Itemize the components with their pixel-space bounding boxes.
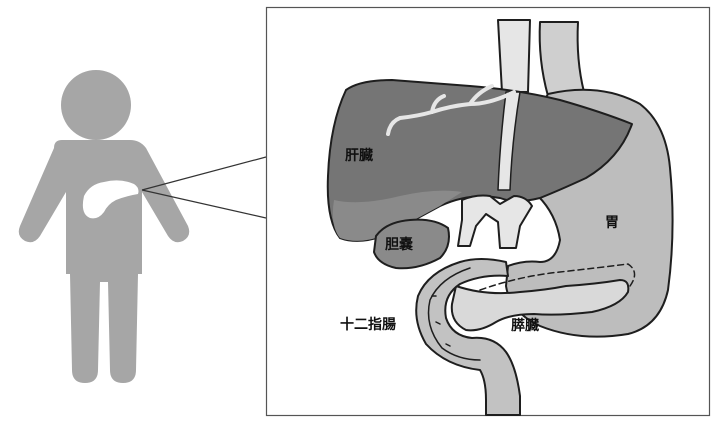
silhouette-head xyxy=(61,70,131,140)
label-stomach: 胃 xyxy=(605,215,619,231)
esophagus xyxy=(540,22,584,96)
label-gallbladder: 胆嚢 xyxy=(385,236,414,253)
vena-cava xyxy=(498,20,530,92)
human-silhouette xyxy=(19,70,189,383)
label-pancreas: 膵臓 xyxy=(511,317,539,334)
label-duodenum: 十二指腸 xyxy=(340,316,396,333)
label-liver: 肝臓 xyxy=(345,147,373,164)
silhouette-torso xyxy=(19,140,189,383)
